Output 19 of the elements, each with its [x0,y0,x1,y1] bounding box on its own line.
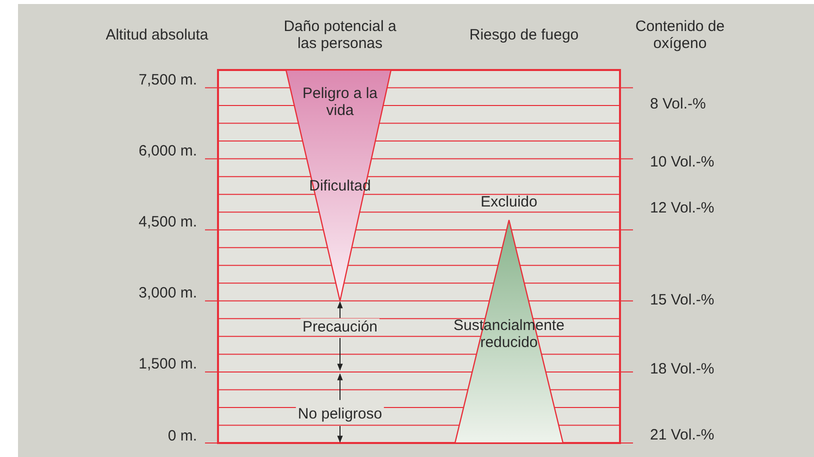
column-header: Daño potencial a las personas [282,18,398,52]
altitude-label: 1,500 m. [138,356,197,372]
oxygen-label: 12 Vol.-% [650,200,714,216]
zone-label: Excluido [480,194,538,210]
zone-label: Peligro a la vida [301,85,379,119]
altitude-label: 4,500 m. [138,214,197,230]
oxygen-label: 18 Vol.-% [650,360,714,378]
column-header: Contenido de oxígeno [634,18,726,52]
zone-label: No peligroso [296,406,384,422]
oxygen-label: 8 Vol.-% [650,96,706,112]
oxygen-label: 10 Vol.-% [650,154,714,170]
oxygen-label: 21 Vol.-% [650,426,714,444]
column-header: Riesgo de fuego [468,26,580,44]
altitude-label: 6,000 m. [138,142,197,160]
altitude-label: 7,500 m. [138,72,197,88]
oxygen-label: 15 Vol.-% [650,292,714,308]
altitude-label: 0 m. [168,428,197,444]
altitude-label: 3,000 m. [138,284,197,302]
column-header: Altitud absoluta [104,26,210,44]
